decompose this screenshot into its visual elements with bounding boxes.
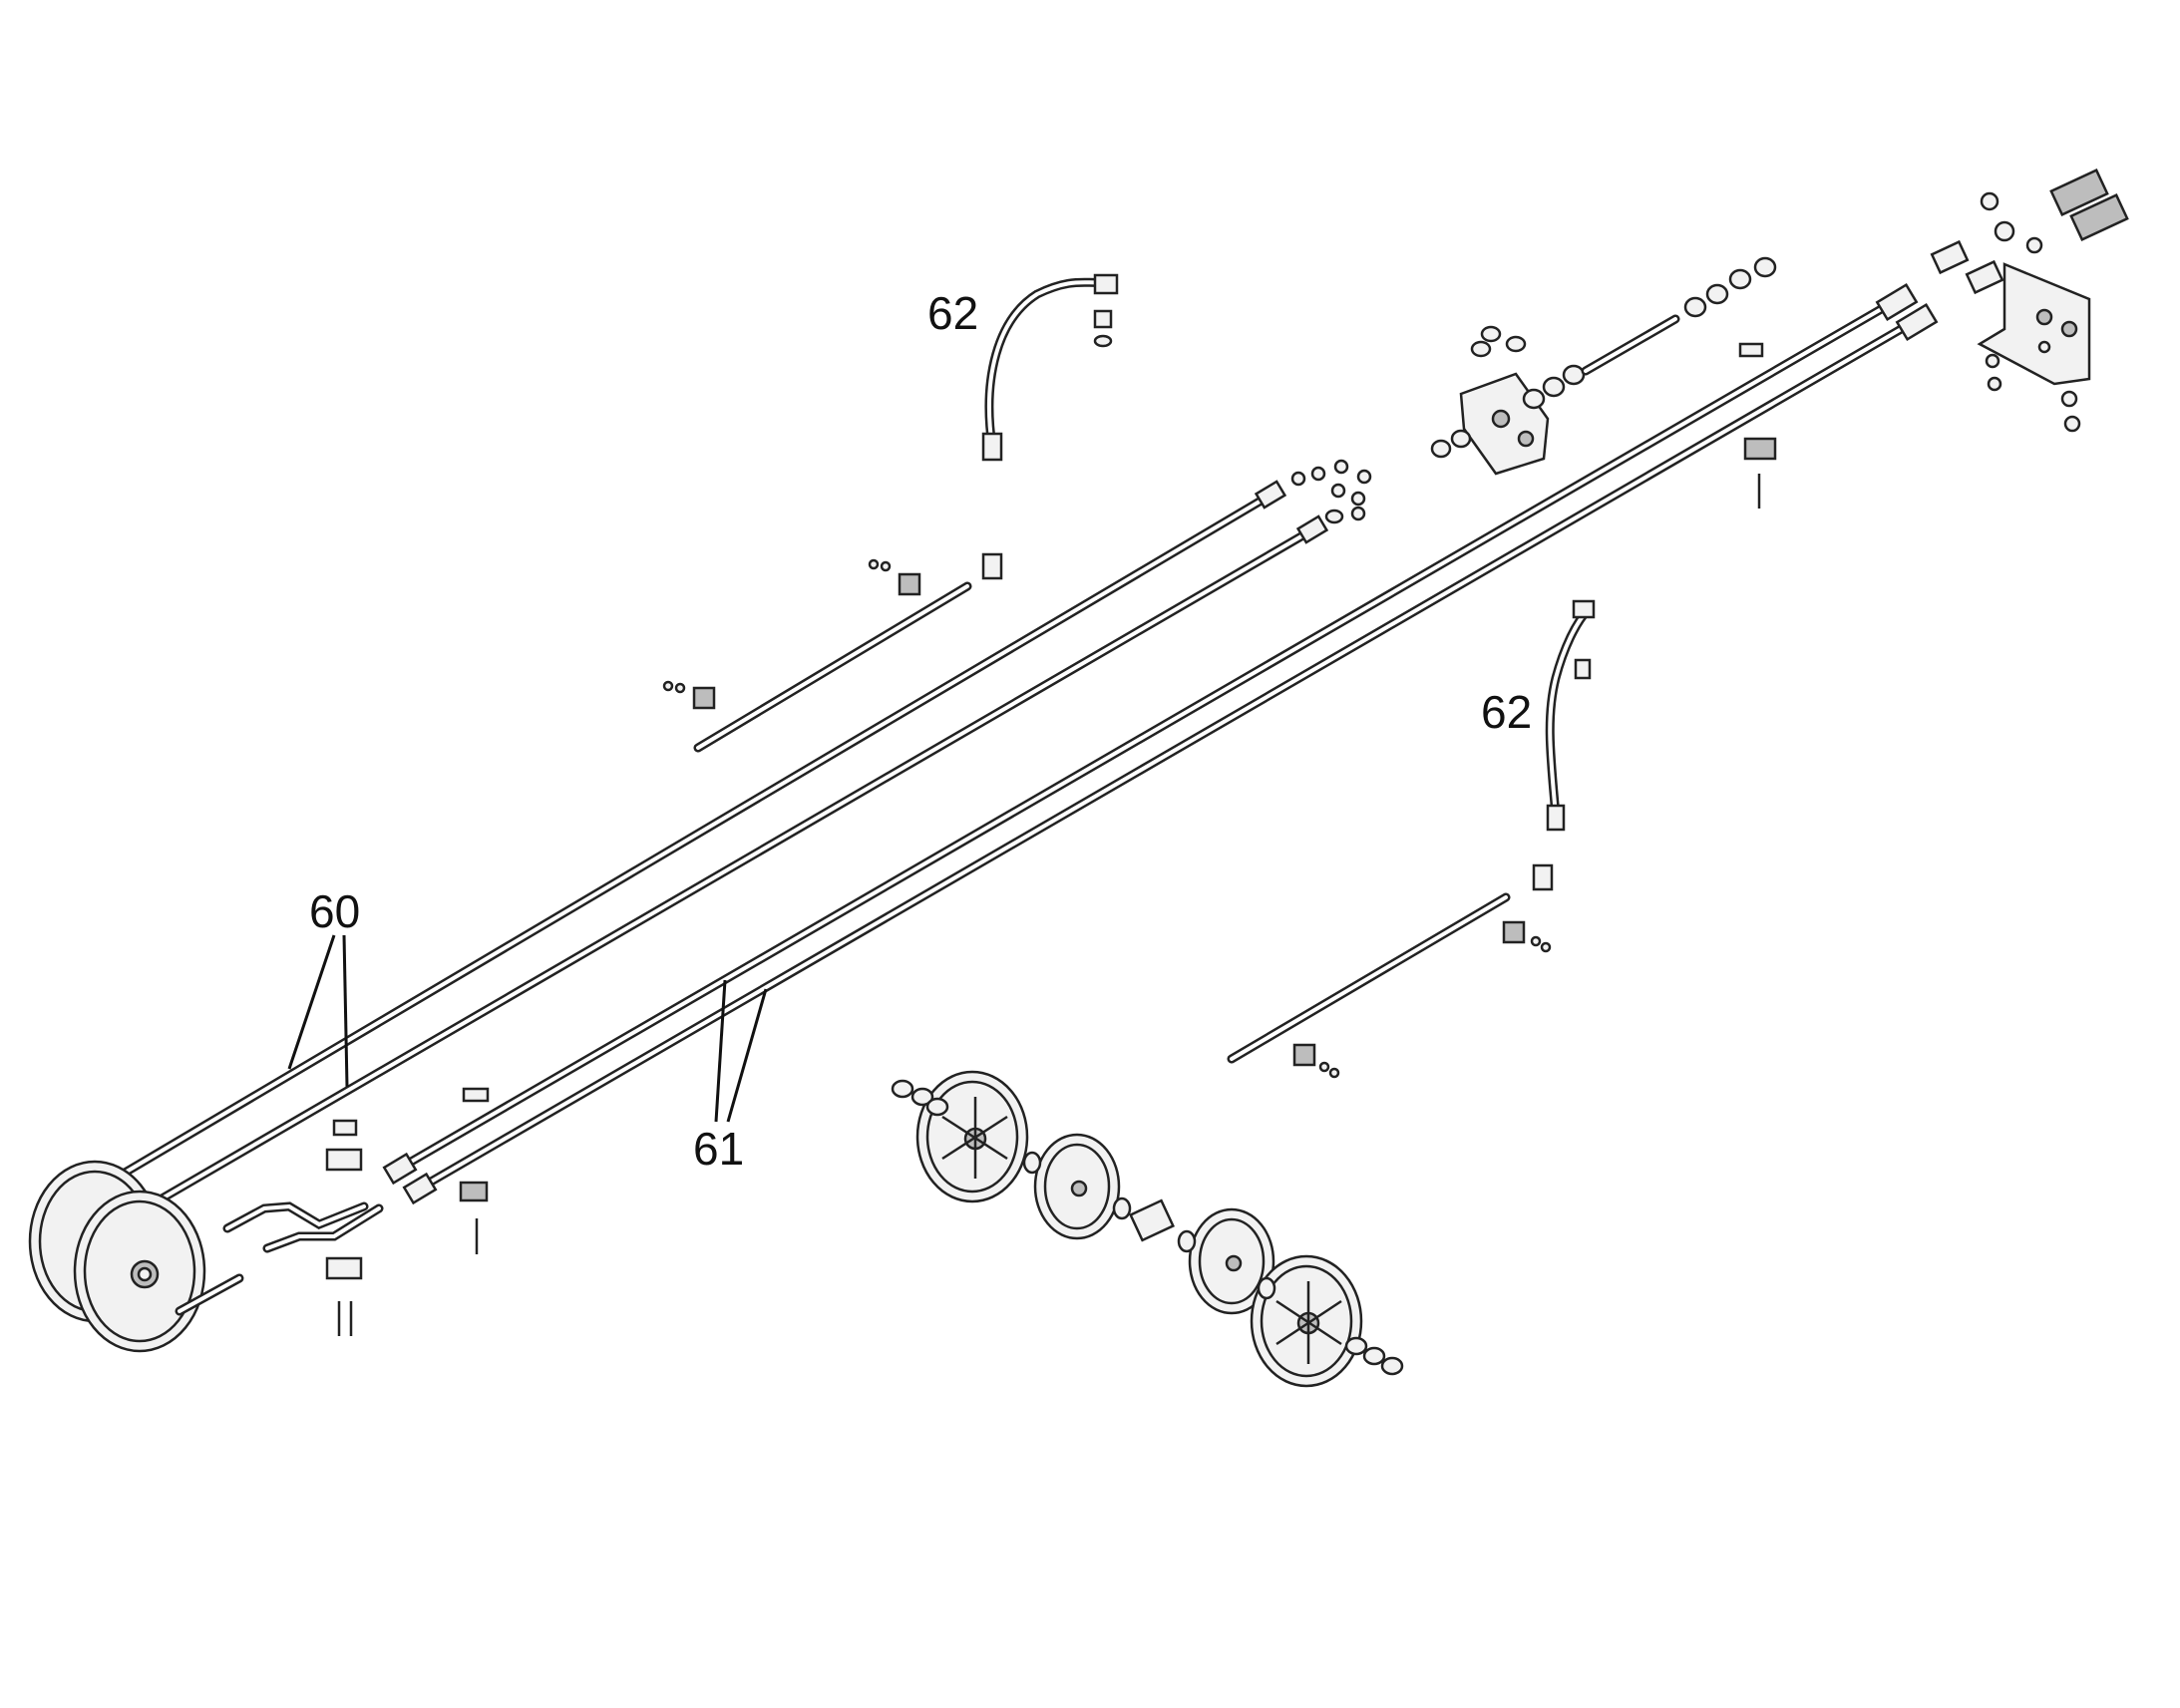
- valve-block: [1430, 325, 1586, 476]
- callout-62-upper: 62: [927, 287, 978, 339]
- tube-assembly-right: [1227, 863, 1554, 1079]
- wheel-washers: [891, 1079, 1404, 1376]
- mounting-bracket: [1977, 262, 2091, 386]
- clamp-right: [1738, 342, 1777, 509]
- callout-61: 61: [693, 1123, 744, 1175]
- hose-61-end-fittings: [382, 282, 1939, 1205]
- hose-62-upper: [981, 273, 1119, 462]
- spacer-sleeve: [1129, 1198, 1175, 1242]
- disc-pulley-left: [1033, 1133, 1121, 1240]
- hose-61-lower: [409, 319, 1915, 1196]
- quick-couplers: [1930, 168, 2129, 433]
- fittings-hose-60-end: [1290, 459, 1372, 524]
- valve-rod: [1581, 256, 1777, 376]
- disc-pulley-right: [1188, 1207, 1275, 1315]
- hose-62-lower: [1545, 599, 1596, 832]
- tube-assembly-left: [662, 552, 1003, 753]
- clamp-set-left: [325, 1087, 490, 1336]
- hose-60-lower: [135, 514, 1329, 1216]
- leader-lines-61: [714, 979, 768, 1123]
- callout-60: 60: [309, 885, 360, 937]
- spoked-wheel-left: [915, 1070, 1029, 1203]
- hose-60-upper: [105, 480, 1287, 1187]
- hose-reel-front: [73, 1190, 206, 1353]
- reel-connector-hoses: [175, 1201, 384, 1316]
- hose-61-upper: [389, 299, 1895, 1177]
- spoked-wheel-right: [1250, 1254, 1363, 1388]
- leader-lines-60: [287, 934, 349, 1088]
- callout-62-lower: 62: [1481, 686, 1532, 738]
